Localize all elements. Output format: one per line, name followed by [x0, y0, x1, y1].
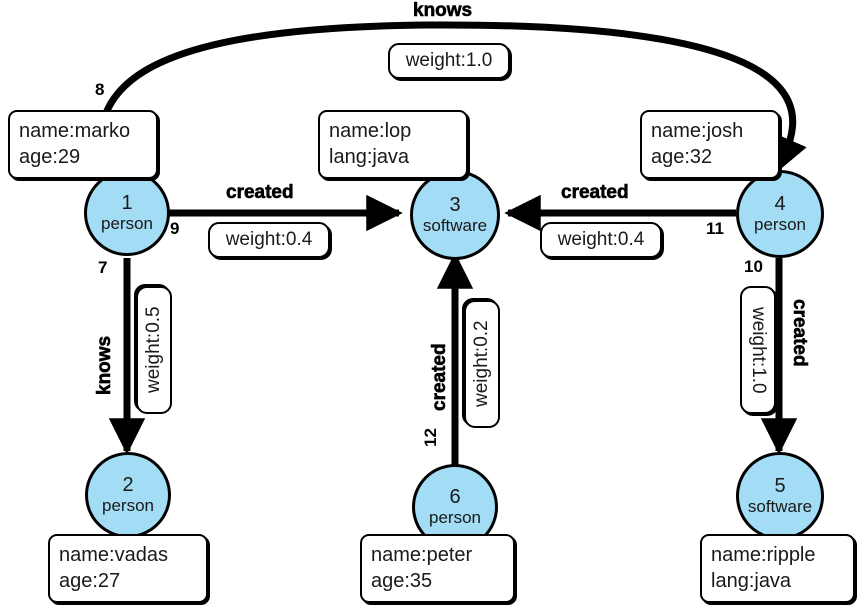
edge-10-weight: weight:1.0: [740, 286, 776, 414]
node-1-id: 1: [121, 191, 133, 214]
node-5[interactable]: 5 software: [736, 452, 824, 540]
node-6-prop-line-2: age:35: [371, 570, 433, 592]
node-5-prop-line-1: name:ripple: [711, 544, 816, 566]
node-2-properties: name:vadas age:27: [48, 534, 208, 603]
edge-9-id: 9: [170, 219, 180, 238]
edge-8-path: [96, 21, 807, 176]
node-4-prop-line-1: name:josh: [651, 120, 744, 142]
node-6-prop-line-1: name:peter: [371, 544, 473, 566]
node-4-properties: name:josh age:32: [640, 110, 780, 179]
node-4-label: person: [754, 214, 806, 234]
node-2-label: person: [102, 495, 154, 515]
node-1-label: person: [101, 213, 153, 233]
node-1[interactable]: 1 person: [84, 170, 170, 256]
node-2-prop-line-2: age:27: [59, 570, 121, 592]
edge-11-weight: weight:0.4: [540, 222, 662, 258]
node-3-prop-line-1: name:lop: [329, 120, 412, 142]
edge-12-weight: weight:0.2: [464, 300, 500, 428]
node-3-id: 3: [449, 193, 461, 216]
node-2-id: 2: [122, 473, 134, 496]
edge-7-id: 7: [98, 258, 108, 277]
edge-11-id: 11: [706, 219, 724, 238]
node-1-prop-line-1: name:marko: [19, 120, 131, 142]
edge-10-label: created: [789, 299, 811, 367]
edge-11-label: created: [561, 182, 629, 204]
edge-8-label: knows: [413, 0, 473, 21]
edge-12-id: 12: [421, 428, 440, 447]
node-4[interactable]: 4 person: [736, 170, 824, 258]
node-1-prop-line-2: age:29: [19, 146, 81, 168]
node-5-id: 5: [774, 474, 786, 497]
edge-9-label: created: [226, 182, 294, 204]
edge-7-weight: weight:0.5: [136, 286, 172, 414]
node-4-id: 4: [774, 192, 786, 215]
node-3[interactable]: 3 software: [410, 170, 500, 260]
edge-8-weight: weight:1.0: [388, 43, 510, 79]
node-4-prop-line-2: age:32: [651, 146, 713, 168]
node-6-properties: name:peter age:35: [360, 534, 515, 603]
edge-7-label: knows: [94, 335, 116, 396]
node-2[interactable]: 2 person: [85, 452, 171, 538]
node-3-prop-line-2: lang:java: [329, 146, 410, 168]
node-3-label: software: [422, 215, 488, 235]
node-1-properties: name:marko age:29: [8, 110, 158, 179]
node-2-prop-line-1: name:vadas: [59, 544, 168, 566]
node-5-prop-line-2: lang:java: [711, 570, 792, 592]
node-6-id: 6: [449, 485, 461, 508]
node-3-properties: name:lop lang:java: [318, 110, 468, 179]
edge-9-weight: weight:0.4: [208, 222, 330, 258]
node-6-label: person: [429, 507, 481, 527]
node-5-label: software: [747, 496, 813, 516]
edge-10-id: 10: [744, 257, 763, 276]
node-5-properties: name:ripple lang:java: [700, 534, 855, 603]
edge-8-id: 8: [95, 80, 105, 99]
edge-12-label: created: [429, 343, 451, 411]
